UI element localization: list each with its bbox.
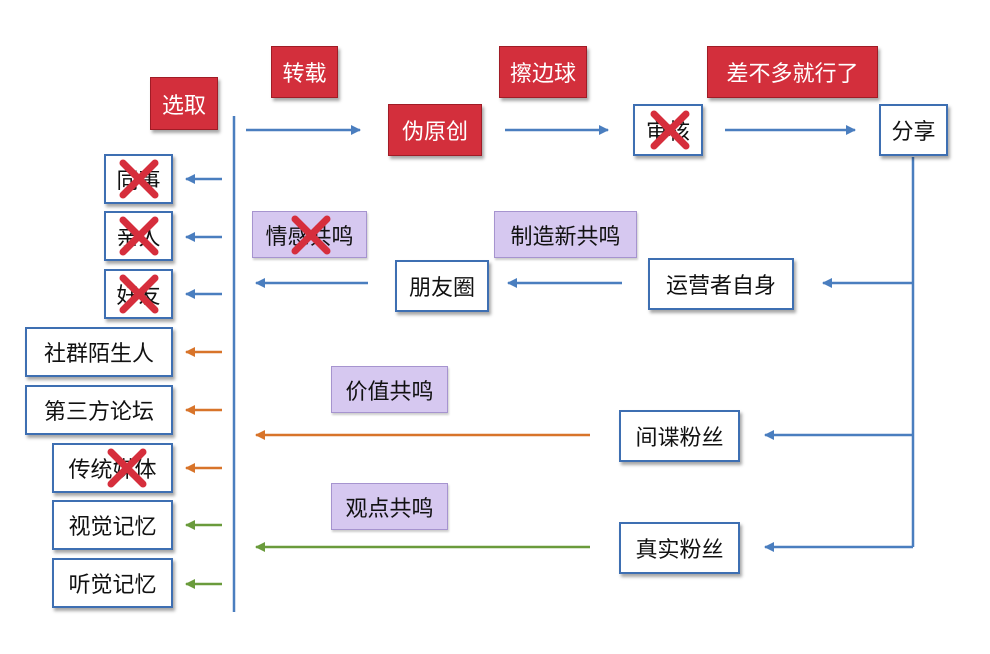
auditory-memory-box: 听觉记忆 xyxy=(52,558,173,608)
select-label: 选取 xyxy=(150,77,218,130)
colleague-box: 同事 xyxy=(104,154,173,204)
value-resonance-box: 价值共鸣 xyxy=(331,366,448,413)
third-party-forum-box: 第三方论坛 xyxy=(25,385,173,435)
share-box: 分享 xyxy=(879,104,948,156)
emotional-resonance-box: 情感共鸣 xyxy=(252,211,367,258)
repost-label: 转载 xyxy=(271,46,338,98)
relative-box: 亲人 xyxy=(104,211,173,261)
community-strangers-box: 社群陌生人 xyxy=(25,327,173,377)
real-fans-box: 真实粉丝 xyxy=(619,522,740,574)
pseudo-original-box: 伪原创 xyxy=(388,104,482,156)
traditional-media-box: 传统媒体 xyxy=(52,443,173,493)
edge-ball-label: 擦边球 xyxy=(499,46,587,98)
create-new-resonance-box: 制造新共鸣 xyxy=(494,211,637,258)
review-box: 审核 xyxy=(633,104,703,156)
operator-self-box: 运营者自身 xyxy=(648,258,794,310)
viewpoint-resonance-box: 观点共鸣 xyxy=(331,483,448,530)
visual-memory-box: 视觉记忆 xyxy=(52,500,173,550)
moments-box: 朋友圈 xyxy=(395,260,489,312)
friend-box: 好友 xyxy=(104,269,173,319)
good-enough-label: 差不多就行了 xyxy=(707,46,878,98)
spy-fans-box: 间谍粉丝 xyxy=(619,410,740,462)
